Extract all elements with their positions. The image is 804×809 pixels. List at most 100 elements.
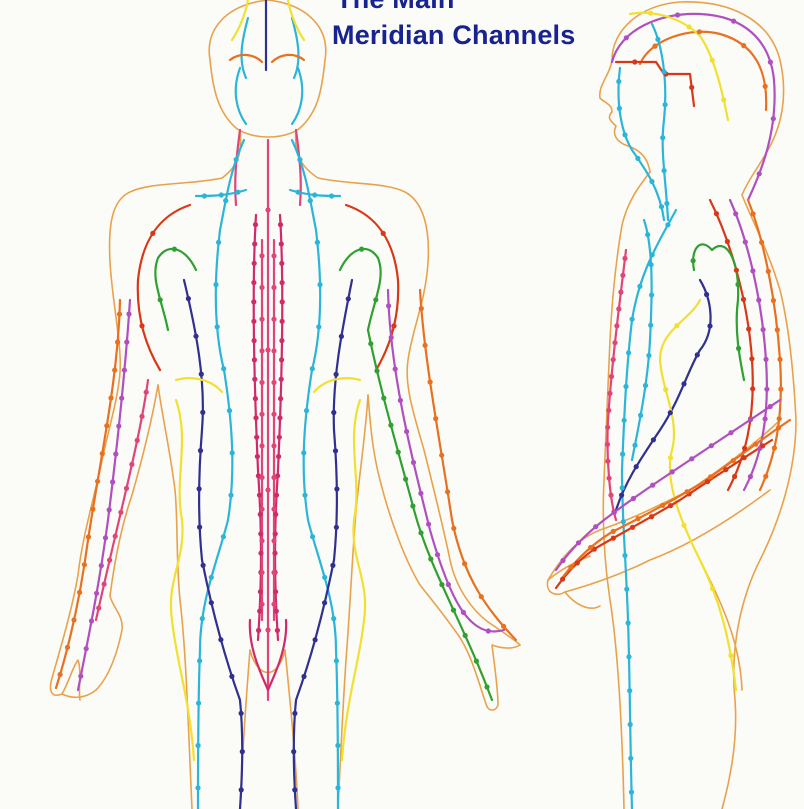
front-face-lung-left-meridian — [242, 18, 248, 78]
front-kidney-right-point — [273, 589, 278, 594]
front-kidney-right-point — [277, 435, 282, 440]
side-front-spleen-point — [618, 290, 623, 295]
side-back-bladder-2-point — [748, 474, 753, 479]
front-spine-center-point — [271, 285, 276, 290]
side-face-profile — [600, 60, 650, 172]
front-spine-center-point — [271, 380, 276, 385]
front-small-intestine-arm-left-point — [126, 311, 131, 316]
front-large-intestine-arm-right-point — [423, 343, 428, 348]
side-head-gallbladder-point — [721, 97, 726, 102]
front-pericardium-arm-right-point — [484, 684, 489, 689]
side-arm-small-intestine-point — [709, 443, 714, 448]
side-back-large-intestine-point — [732, 474, 737, 479]
side-front-spleen-point — [605, 459, 610, 464]
side-arm-triple-burner-point — [776, 425, 781, 430]
side-front-stomach-point — [621, 519, 626, 524]
side-neck-lung-point — [663, 102, 668, 107]
front-spleen-right-point — [301, 674, 306, 679]
front-left-torso-side — [158, 385, 192, 809]
front-large-intestine-arm-left-point — [82, 562, 87, 567]
side-face-stomach-point — [659, 204, 664, 209]
side-neck-lung-point — [664, 201, 669, 206]
front-large-intestine-arm-left-point — [77, 590, 82, 595]
front-small-intestine-arm-right-meridian — [388, 290, 504, 632]
side-back-large-intestine-point — [746, 326, 751, 331]
side-head-triple-burner-point — [652, 44, 657, 49]
side-back-bladder-2-point — [763, 357, 768, 362]
front-small-intestine-arm-right-point — [389, 335, 394, 340]
front-spleen-left-point — [239, 787, 244, 792]
side-back-bladder-2-point — [750, 268, 755, 273]
front-spleen-right-point — [346, 296, 351, 301]
side-front-lung-point — [649, 262, 654, 267]
front-stomach-left-point — [197, 658, 202, 663]
front-spine-center-point — [259, 412, 264, 417]
front-pericardium-right-meridian — [340, 249, 381, 330]
side-arm-large-intestine-point — [630, 525, 635, 530]
side-head-gallbladder-point — [687, 24, 692, 29]
side-face-large-intestine-point — [689, 85, 694, 90]
side-face-stomach-point — [617, 106, 622, 111]
side-arm-small-intestine-point — [670, 469, 675, 474]
front-large-intestine-arm-right-point — [451, 526, 456, 531]
front-kidney-left-point — [252, 261, 257, 266]
front-pericardium-arm-right-point — [388, 423, 393, 428]
side-arm-small-intestine-point — [560, 558, 565, 563]
front-kidney-right-point — [272, 551, 277, 556]
front-spleen-right-point — [322, 600, 327, 605]
side-arm-triple-burner-point — [588, 545, 593, 550]
front-lung-left-point — [150, 231, 155, 236]
front-spine-center-point — [259, 317, 264, 322]
front-pericardium-right-point — [373, 297, 378, 302]
side-front-stomach-point — [620, 452, 625, 457]
front-kidney-left-meridian — [254, 215, 261, 640]
front-spleen-left-point — [218, 637, 223, 642]
side-front-stomach-point — [630, 317, 635, 322]
side-front-stomach-point — [627, 688, 632, 693]
front-spine-center-point — [259, 538, 264, 543]
side-kidney-point — [668, 410, 673, 415]
front-pericardium-right-point — [359, 247, 364, 252]
front-stomach-left-point — [215, 324, 220, 329]
side-gallbladder-side-meridian — [660, 300, 736, 690]
front-large-intestine-arm-right-point — [428, 379, 433, 384]
front-spine-center-point — [271, 602, 276, 607]
side-head-gallbladder-point — [710, 58, 715, 63]
front-spleen-left-point — [209, 600, 214, 605]
side-gallbladder-side-point — [728, 653, 733, 658]
front-large-intestine-arm-left-point — [71, 617, 76, 622]
side-front-spleen-point — [620, 273, 625, 278]
front-small-intestine-arm-left-point — [107, 507, 112, 512]
title-line-1: The Main — [336, 0, 455, 14]
front-kidney-left-point — [255, 454, 260, 459]
front-spleen-left-meridian — [184, 280, 242, 809]
meridian-lines — [56, 0, 790, 809]
front-kidney-left-point — [258, 512, 263, 517]
front-small-intestine-arm-left-point — [84, 646, 89, 651]
side-face-large-intestine-point — [632, 59, 637, 64]
side-hip-outline — [700, 560, 742, 690]
front-small-intestine-arm-right-point — [404, 429, 409, 434]
side-back-bladder-1-point — [772, 445, 777, 450]
side-back-large-intestine-point — [742, 446, 747, 451]
front-pericardium-arm-right-point — [410, 503, 415, 508]
side-front-stomach-point — [628, 756, 633, 761]
front-heart-arm-left-point — [118, 510, 123, 515]
front-torso-right-outline — [296, 130, 520, 645]
front-small-intestine-arm-left-point — [124, 340, 129, 345]
side-gallbladder-side-point — [674, 323, 679, 328]
front-collar-lung-left-point — [219, 192, 224, 197]
side-back-large-intestine-point — [750, 386, 755, 391]
front-spleen-right-point — [292, 787, 297, 792]
side-neck-lung-point — [662, 168, 667, 173]
side-front-stomach-point — [629, 790, 634, 795]
front-spine-center-point — [271, 538, 276, 543]
side-head-bladder-point — [731, 19, 736, 24]
side-front-stomach-point — [626, 620, 631, 625]
side-back-bladder-2-point — [743, 239, 748, 244]
front-spine-center-point — [259, 443, 264, 448]
side-neck-lung-point — [660, 135, 665, 140]
front-left-hand-outline — [62, 385, 158, 700]
side-front-spleen-point — [616, 306, 621, 311]
front-spleen-right-point — [313, 637, 318, 642]
